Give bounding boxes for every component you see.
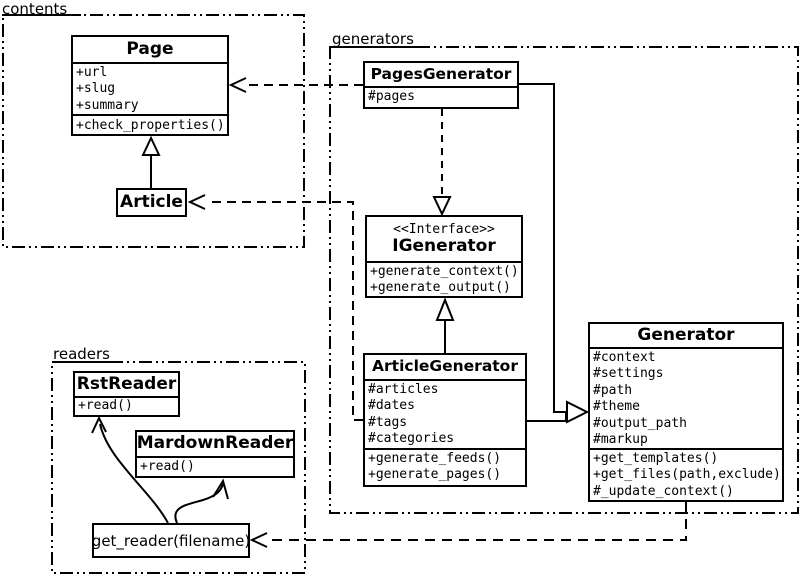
contents-package-label: contents xyxy=(2,0,68,18)
class-articlegenerator-attributes: #articles #dates #tags #categories xyxy=(365,379,525,448)
class-page-methods: +check_properties() xyxy=(73,114,227,137)
class-pagesgenerator-attributes: #pages xyxy=(365,86,517,107)
edge-pagesgenerator-to-generator-generalization xyxy=(519,83,567,413)
edge-articlegenerator-to-igenerator-generalization xyxy=(435,297,455,353)
class-page: Page +url +slug +summary +check_properti… xyxy=(71,35,229,136)
open-arrowhead-icon xyxy=(91,415,107,434)
class-markdownreader: MardownReader +read() xyxy=(135,430,295,478)
edge-article-to-page-generalization xyxy=(141,135,161,188)
generators-package-border xyxy=(329,46,799,514)
edge-articlegenerator-to-generator-generalization xyxy=(527,400,590,424)
edge-generator-to-getreader-dependency xyxy=(249,502,687,548)
class-article: Article xyxy=(116,188,187,217)
edge-pagesgenerator-to-igenerator-realization xyxy=(432,109,452,217)
class-generator-title: Generator xyxy=(637,324,735,345)
class-page-title: Page xyxy=(126,38,174,59)
class-igenerator-methods: +generate_context() +generate_output() xyxy=(367,261,521,297)
class-generator-attributes: #context #settings #path #theme #output_… xyxy=(590,347,782,448)
edge-articlegenerator-to-article-dependency xyxy=(187,194,363,421)
contents-package-border xyxy=(2,14,305,248)
class-page-attributes: +url +slug +summary xyxy=(73,62,227,114)
class-markdownreader-title: MardownReader xyxy=(136,433,294,454)
readers-package-border xyxy=(51,361,306,574)
open-arrowhead-icon xyxy=(187,194,206,210)
class-rstreader-methods: +read() xyxy=(75,396,178,415)
class-articlegenerator: ArticleGenerator #articles #dates #tags … xyxy=(363,353,527,487)
class-igenerator: <<Interface>> IGenerator +generate_conte… xyxy=(365,215,523,298)
class-rstreader-title: RstReader xyxy=(76,373,177,394)
generators-package-label: generators xyxy=(332,30,414,48)
open-arrowhead-icon xyxy=(212,478,229,500)
open-arrowhead-icon xyxy=(228,77,247,93)
edge-getreader-to-markdownreader xyxy=(174,478,229,524)
class-pagesgenerator-title: PagesGenerator xyxy=(370,64,512,83)
class-generator-methods: +get_templates() +get_files(path,exclude… xyxy=(590,448,782,502)
class-rstreader: RstReader +read() xyxy=(73,371,180,417)
class-articlegenerator-methods: +generate_feeds() +generate_pages() xyxy=(365,448,525,487)
function-get-reader: get_reader(filename) xyxy=(92,523,250,558)
function-get-reader-label: get_reader(filename) xyxy=(91,531,251,550)
edge-pagesgenerator-to-page-dependency xyxy=(228,77,363,93)
open-arrowhead-icon xyxy=(249,532,268,548)
readers-package-label: readers xyxy=(53,345,110,363)
class-article-title: Article xyxy=(120,191,183,212)
class-markdownreader-methods: +read() xyxy=(137,456,293,476)
class-generator: Generator #context #settings #path #them… xyxy=(588,322,784,502)
class-articlegenerator-title: ArticleGenerator xyxy=(372,357,518,376)
class-pagesgenerator: PagesGenerator #pages xyxy=(363,61,519,109)
class-igenerator-title: <<Interface>> IGenerator xyxy=(392,221,496,256)
class-igenerator-stereotype: <<Interface>> xyxy=(393,221,495,237)
edge-getreader-to-rstreader xyxy=(91,415,169,524)
